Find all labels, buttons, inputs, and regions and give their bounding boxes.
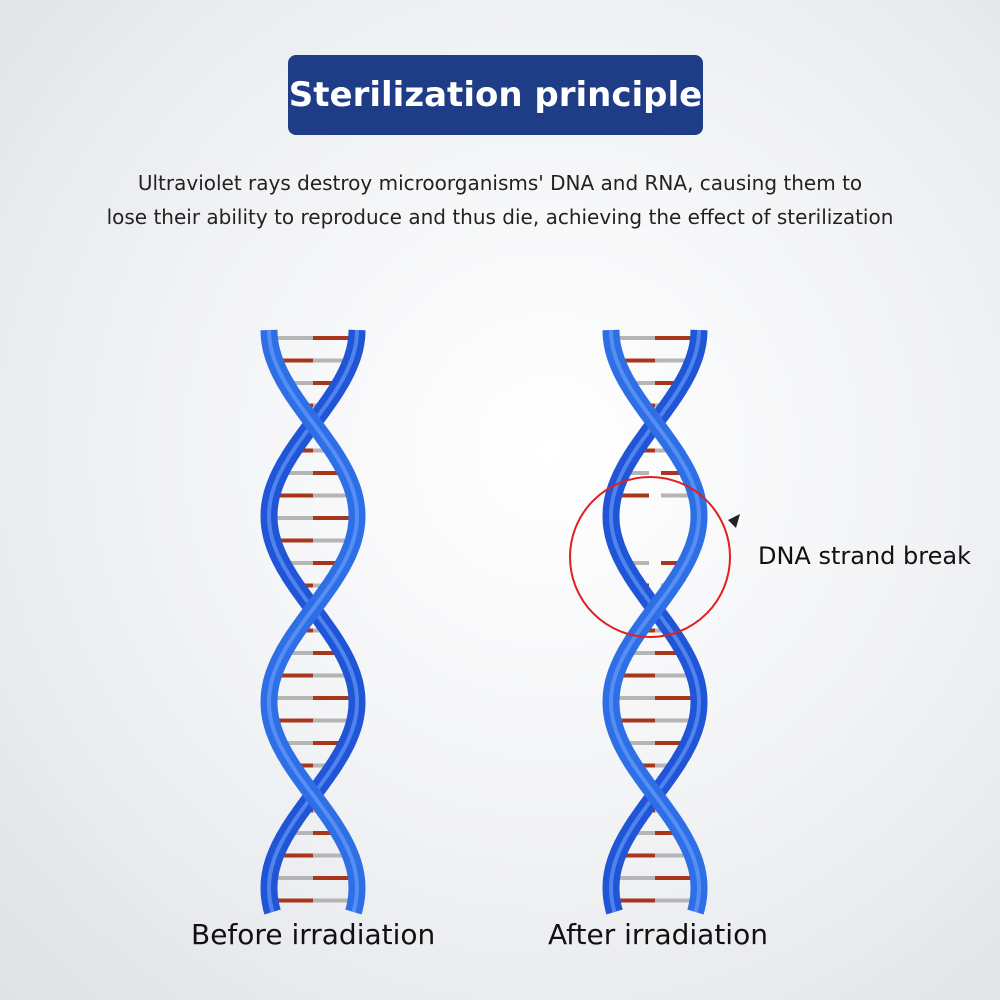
strand-break-label: DNA strand break [758, 542, 971, 570]
caption-before: Before irradiation [191, 918, 436, 951]
description: Ultraviolet rays destroy microorganisms'… [0, 166, 1000, 234]
description-line-2: lose their ability to reproduce and thus… [106, 205, 894, 229]
caption-after: After irradiation [548, 918, 768, 951]
description-line-1: Ultraviolet rays destroy microorganisms'… [137, 171, 863, 195]
highlight-circle [569, 476, 731, 638]
dna-strand-highlight [266, 329, 360, 913]
page-title: Sterilization principle [288, 55, 703, 135]
dna-strand-highlight [608, 329, 702, 913]
arrow-icon [728, 514, 740, 528]
